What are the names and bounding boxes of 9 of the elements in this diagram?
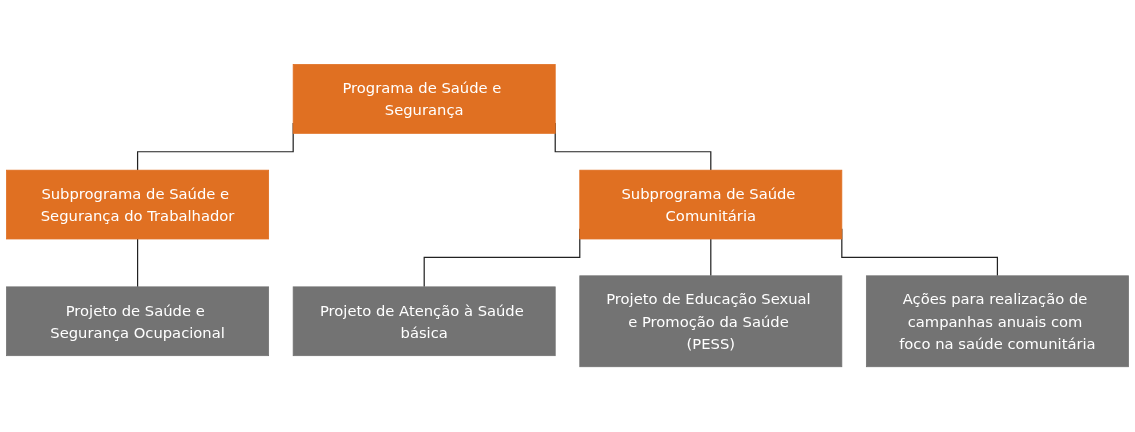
node-box: Projeto de Educação Sexual e Promoção da Saúde (PESS) xyxy=(579,275,843,368)
node-box: Ações para realização de campanhas anuais com foco na saúde comunitária xyxy=(866,275,1129,368)
node-box: Projeto de Saúde e Segurança Ocupacional xyxy=(6,286,270,357)
node-box: Projeto de Atenção à Saúde básica xyxy=(292,286,556,357)
connector xyxy=(710,238,712,277)
node-box: Subprograma de Saúde e Segurança do Trabalhador xyxy=(6,170,270,240)
connector xyxy=(136,238,139,288)
node-box: Programa de Saúde e Segurança xyxy=(292,64,556,135)
node-box: Subprograma de Saúde Comunitária xyxy=(579,170,843,240)
